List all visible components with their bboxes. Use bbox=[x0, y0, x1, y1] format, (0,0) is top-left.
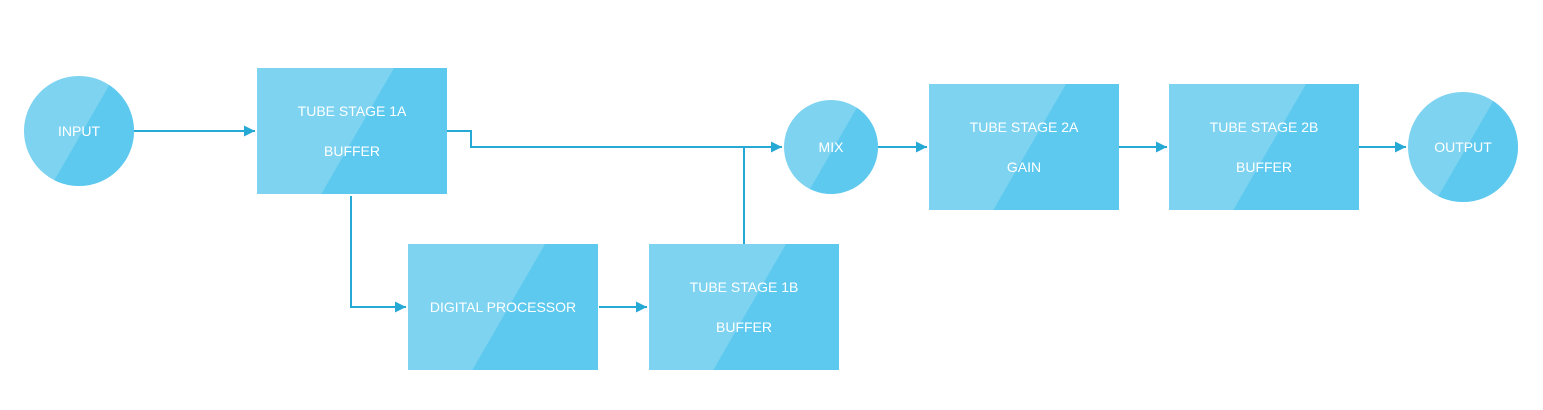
tube-stage-1b-title: TUBE STAGE 1B bbox=[689, 279, 799, 295]
wire-tube-stage-1a-to-mix bbox=[447, 130, 782, 153]
input-node: INPUT bbox=[24, 76, 134, 186]
node-sheen bbox=[929, 84, 1119, 210]
tube-stage-2a-subtitle: GAIN bbox=[1006, 159, 1042, 175]
tube-stage-2b-title: TUBE STAGE 2B bbox=[1209, 119, 1319, 135]
tube-stage-2a-node: TUBE STAGE 2A GAIN bbox=[929, 84, 1119, 210]
tube-stage-1b-node: TUBE STAGE 1B BUFFER bbox=[649, 244, 839, 370]
tube-stage-2b-node: TUBE STAGE 2B BUFFER bbox=[1169, 84, 1359, 210]
tube-stage-1a-title: TUBE STAGE 1A bbox=[297, 103, 407, 119]
mix-node: MIX bbox=[784, 100, 878, 194]
tube-stage-1b-subtitle: BUFFER bbox=[716, 319, 772, 335]
output-node: OUTPUT bbox=[1408, 92, 1518, 202]
tube-stage-2a-title: TUBE STAGE 2A bbox=[969, 119, 1079, 135]
tube-stage-1a-node: TUBE STAGE 1A BUFFER bbox=[257, 68, 447, 194]
node-sheen bbox=[257, 68, 447, 194]
tube-stage-2b-subtitle: BUFFER bbox=[1236, 159, 1292, 175]
tube-stage-1a-subtitle: BUFFER bbox=[324, 143, 380, 159]
output-label: OUTPUT bbox=[1434, 139, 1492, 155]
wire-tube-stage-1a-to-digital-processor bbox=[350, 196, 406, 313]
digital-processor-label: DIGITAL PROCESSOR bbox=[429, 299, 577, 315]
node-sheen bbox=[1169, 84, 1359, 210]
input-label: INPUT bbox=[58, 123, 100, 139]
digital-processor-node: DIGITAL PROCESSOR bbox=[408, 244, 598, 370]
node-sheen bbox=[649, 244, 839, 370]
mix-label: MIX bbox=[818, 139, 844, 155]
